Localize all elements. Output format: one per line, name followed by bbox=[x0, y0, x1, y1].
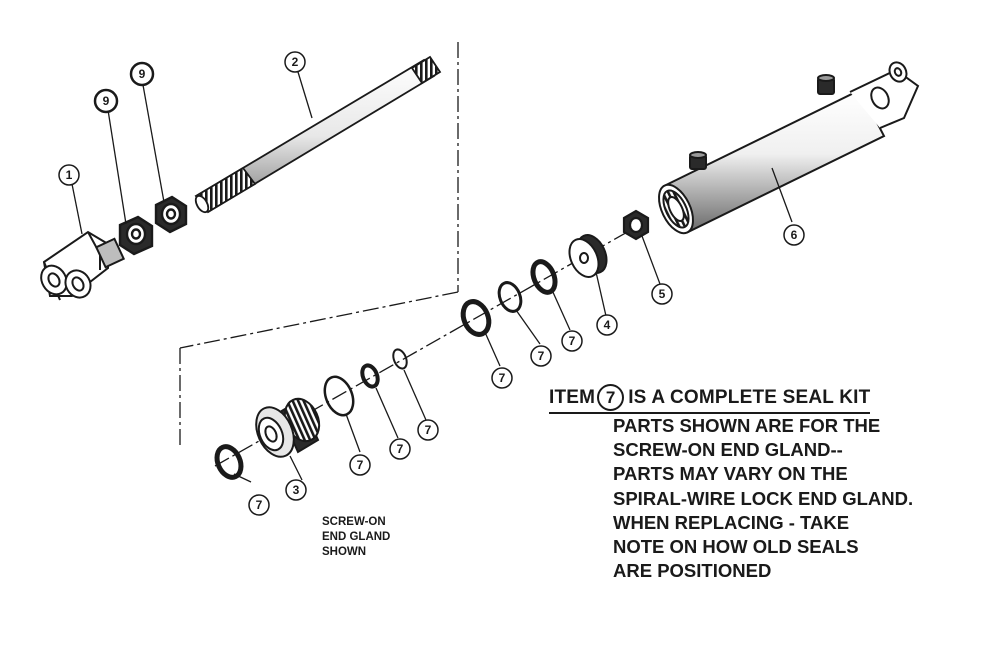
svg-text:4: 4 bbox=[604, 318, 611, 332]
callout-7b: 7 bbox=[530, 345, 552, 367]
svg-text:5: 5 bbox=[659, 287, 666, 301]
callout-6: 6 bbox=[783, 224, 805, 246]
leader-lines bbox=[71, 71, 793, 483]
heading-prefix: ITEM bbox=[549, 386, 596, 408]
wiper-seal bbox=[214, 444, 244, 480]
callout-9b: 9 bbox=[129, 61, 155, 87]
callout-circles: 1 9 9 2 6 5 4 7 7 7 7 7 7 3 7 bbox=[58, 51, 805, 516]
piston-rod-part-2 bbox=[194, 55, 442, 214]
svg-text:9: 9 bbox=[103, 94, 110, 108]
callout-5: 5 bbox=[651, 283, 673, 305]
callout-3: 3 bbox=[285, 479, 307, 501]
jam-nut-part-9a bbox=[118, 215, 154, 256]
clevis-part-1 bbox=[40, 230, 126, 301]
svg-text:3: 3 bbox=[293, 483, 300, 497]
note-line: SPIRAL-WIRE LOCK END GLAND. bbox=[613, 487, 914, 509]
cylinder-barrel-part-6 bbox=[658, 61, 920, 235]
jam-nut-part-9b bbox=[154, 195, 188, 234]
caption-line: END GLAND bbox=[322, 531, 391, 543]
callout-7f: 7 bbox=[349, 454, 371, 476]
note-line: WHEN REPLACING - TAKE bbox=[613, 511, 850, 533]
callout-4: 4 bbox=[596, 314, 618, 336]
heading-suffix: IS A COMPLETE SEAL KIT bbox=[628, 386, 871, 408]
svg-text:2: 2 bbox=[292, 55, 299, 69]
callout-1: 1 bbox=[58, 164, 80, 186]
callout-7d: 7 bbox=[417, 419, 439, 441]
svg-text:6: 6 bbox=[791, 228, 798, 242]
svg-text:7: 7 bbox=[499, 371, 506, 385]
callout-7e: 7 bbox=[389, 438, 411, 460]
note-line: SCREW-ON END GLAND-- bbox=[613, 439, 843, 461]
note-line: PARTS SHOWN ARE FOR THE bbox=[613, 415, 881, 436]
svg-text:7: 7 bbox=[425, 423, 432, 437]
svg-text:7: 7 bbox=[357, 458, 364, 472]
svg-text:7: 7 bbox=[538, 349, 545, 363]
caption-line: SCREW-ON bbox=[322, 516, 386, 528]
callout-7a: 7 bbox=[561, 330, 583, 352]
seal-kit-note: PARTS SHOWN ARE FOR THE SCREW-ON END GLA… bbox=[613, 414, 913, 583]
piston-nut-part-5 bbox=[622, 209, 650, 241]
caption-line: SHOWN bbox=[322, 546, 367, 558]
note-line: PARTS MAY VARY ON THE bbox=[613, 463, 848, 485]
svg-text:9: 9 bbox=[139, 67, 146, 81]
seal-kit-heading: ITEM 7 IS A COMPLETE SEAL KIT bbox=[549, 384, 871, 414]
seal-rings-gland bbox=[323, 348, 408, 417]
callout-9a: 9 bbox=[93, 88, 119, 114]
note-line: ARE POSITIONED bbox=[613, 560, 772, 582]
callout-7g bbox=[293, 471, 295, 473]
callout-7h: 7 bbox=[248, 494, 270, 516]
piston-part-4 bbox=[568, 234, 608, 278]
callout-2: 2 bbox=[284, 51, 306, 73]
svg-text:7: 7 bbox=[256, 498, 263, 512]
heading-item-number: 7 bbox=[597, 384, 625, 411]
seal-rings-piston bbox=[460, 259, 558, 337]
callout-7c: 7 bbox=[491, 367, 513, 389]
note-line: NOTE ON HOW OLD SEALS bbox=[613, 536, 859, 558]
svg-text:7: 7 bbox=[397, 442, 404, 456]
svg-text:1: 1 bbox=[66, 168, 73, 182]
end-gland-part-3 bbox=[255, 397, 321, 458]
svg-text:7: 7 bbox=[569, 334, 576, 348]
gland-caption: SCREW-ON END GLAND SHOWN bbox=[322, 515, 390, 560]
